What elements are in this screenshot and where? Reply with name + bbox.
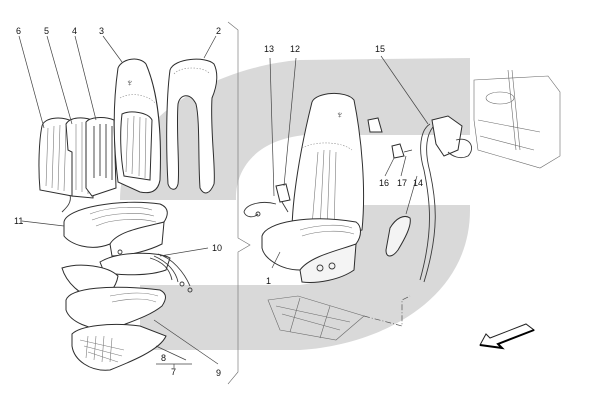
vehicle-body-structure <box>473 69 561 169</box>
callout-17[interactable]: 17 <box>397 178 407 188</box>
trident-logo-icon: ♆ <box>126 78 134 89</box>
seat-control-hole <box>117 249 123 255</box>
callout-10[interactable]: 10 <box>212 243 222 253</box>
part-1-complete-seat[interactable]: ♆ <box>261 93 365 283</box>
part-2-backrest-rear-shell[interactable] <box>166 58 218 194</box>
part-10-seat-heating-wiring[interactable] <box>99 252 193 293</box>
part-6-backrest-heating-pad[interactable] <box>38 117 75 213</box>
part-13-buckle-wiring[interactable] <box>243 201 277 218</box>
callout-13[interactable]: 13 <box>264 44 274 54</box>
callout-5[interactable]: 5 <box>44 26 49 36</box>
callout-16[interactable]: 16 <box>379 178 389 188</box>
callout-4[interactable]: 4 <box>72 26 77 36</box>
front-direction-arrow-icon <box>479 323 536 350</box>
callout-11[interactable]: 11 <box>14 216 23 226</box>
part-15-seat-belt-retractor[interactable] <box>419 115 472 283</box>
callout-12[interactable]: 12 <box>290 44 300 54</box>
callout-15[interactable]: 15 <box>375 44 385 54</box>
callout-2[interactable]: 2 <box>216 26 221 36</box>
part-16-belt-guide[interactable] <box>367 117 405 159</box>
callout-9[interactable]: 9 <box>216 368 221 378</box>
part-7-seat-frame-assembly[interactable] <box>71 323 167 371</box>
leader-lines <box>18 35 429 368</box>
callout-6[interactable]: 6 <box>16 26 21 36</box>
callout-8[interactable]: 8 <box>161 353 166 363</box>
seat-rail-frame[interactable] <box>267 295 411 341</box>
callout-1[interactable]: 1 <box>266 276 271 286</box>
part-12-seat-belt-buckle[interactable] <box>275 183 291 213</box>
part-3-backrest-cover[interactable]: ♆ <box>113 58 161 194</box>
trident-logo-icon: ♆ <box>336 110 344 121</box>
callout-7[interactable]: 7 <box>171 367 176 377</box>
part-9-seat-cushion-padding[interactable] <box>61 264 166 331</box>
callout-14[interactable]: 14 <box>413 178 423 188</box>
part-11-seat-cushion-cover[interactable] <box>63 201 168 257</box>
part-17-screw[interactable] <box>403 149 413 153</box>
callout-3[interactable]: 3 <box>99 26 104 36</box>
part-14-trim-cover[interactable] <box>385 215 411 257</box>
group-bracket <box>227 21 251 385</box>
part-4-backrest-frame-panel[interactable] <box>85 117 117 197</box>
